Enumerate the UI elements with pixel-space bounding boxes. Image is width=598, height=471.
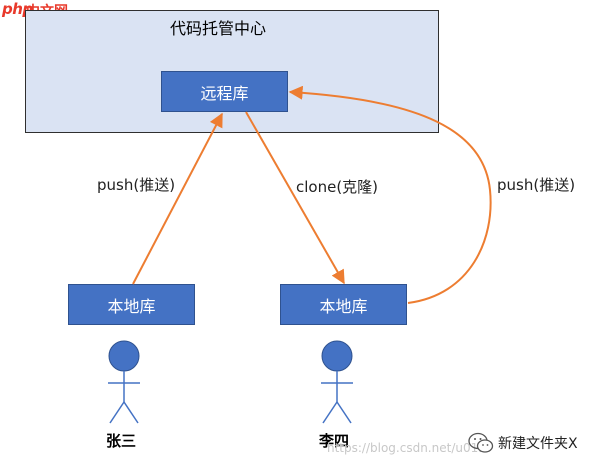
push-label-zhangsan: push(推送): [97, 176, 176, 194]
hub-title: 代码托管中心: [170, 19, 267, 38]
csdn-watermark: https://blog.csdn.net/u01...: [327, 441, 490, 455]
person-name-lisi: 李四: [319, 432, 350, 450]
local-repo-node-zhangsan: 本地库: [68, 284, 195, 325]
person-icon-lisi: [321, 340, 353, 424]
push-arrow-lisi: [288, 85, 492, 304]
push-arrow-zhangsan: [132, 112, 223, 285]
clone-arrow: [245, 111, 345, 285]
wechat-badge: 新建文件夹X: [468, 432, 578, 454]
local-repo-node-lisi: 本地库: [280, 284, 407, 325]
push-label-lisi: push(推送): [497, 176, 576, 194]
wechat-icon: [468, 432, 494, 453]
remote-repo-node: 远程库: [161, 71, 288, 112]
person-name-zhangsan: 张三: [106, 432, 137, 450]
clone-label: clone(克隆): [296, 178, 379, 196]
wechat-account-name: 新建文件夹X: [498, 436, 578, 452]
person-icon-zhangsan: [108, 340, 140, 424]
